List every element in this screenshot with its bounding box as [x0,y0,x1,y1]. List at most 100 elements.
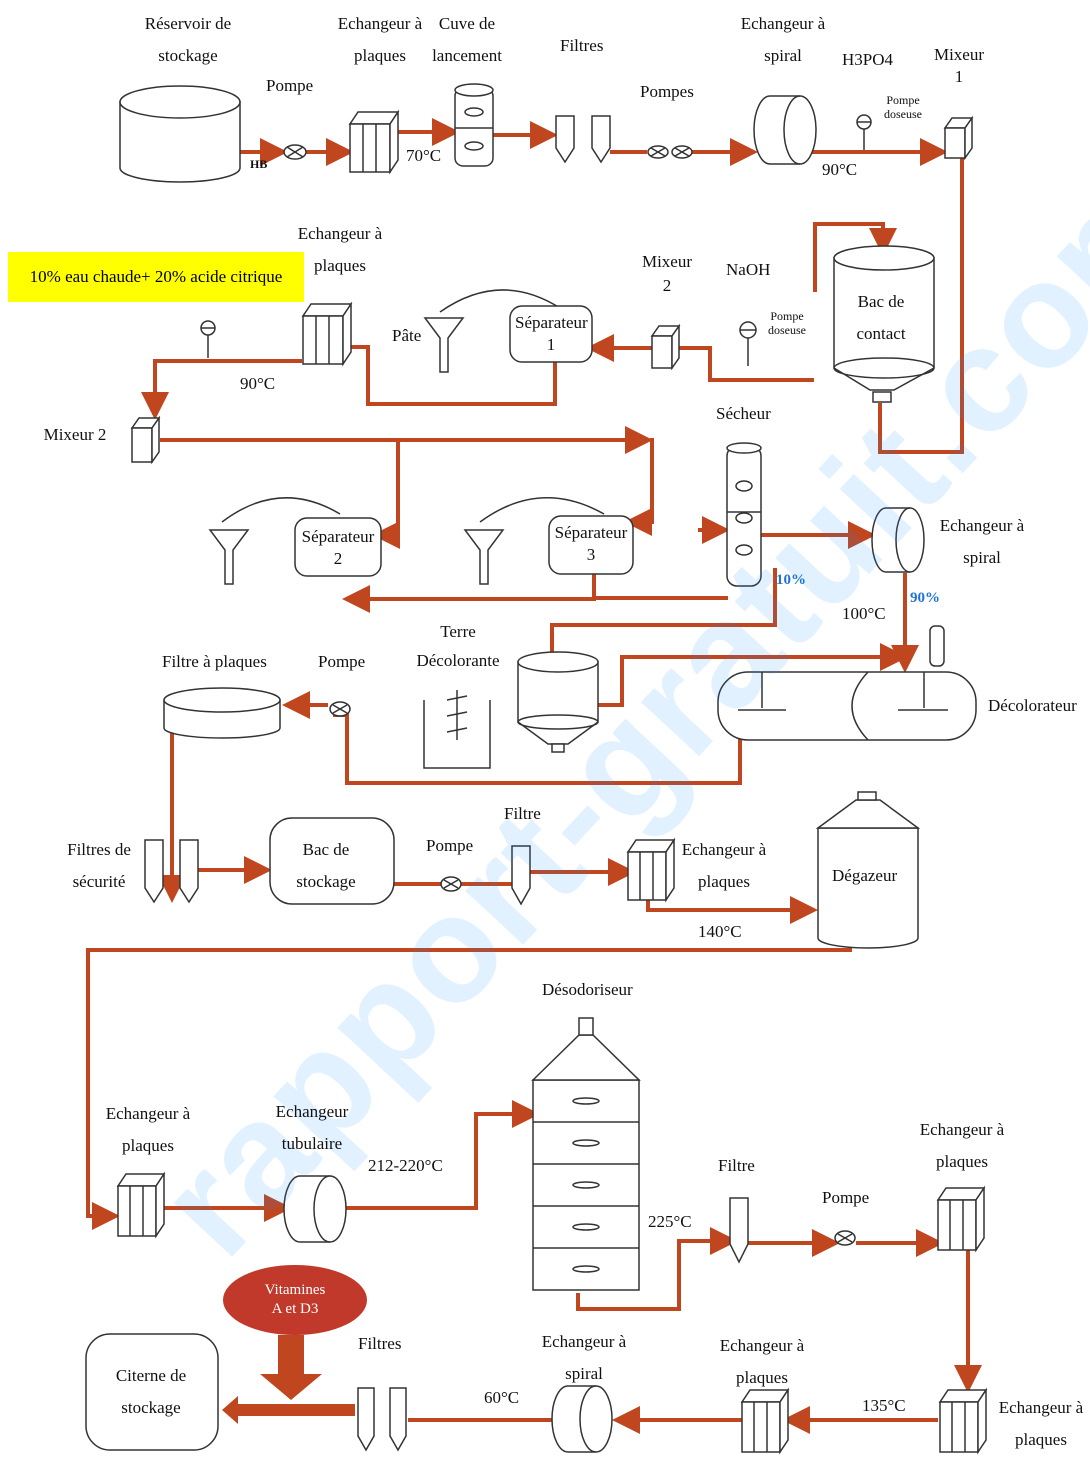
degasser [815,791,921,949]
paste-funnel [423,289,561,373]
label-decolorateur: Décolorateur [988,696,1077,715]
dosing-valve-citric [200,320,216,358]
label-degazeur: Dégazeur [832,866,898,885]
label-terre: Terre Décolorante [416,622,500,670]
dosing-pump-naoh [739,321,757,366]
funnel-2 [208,497,341,585]
plate-exchanger-row7-right [938,1387,988,1455]
label-pompe-doseuse-1: Pompe doseuse [884,93,922,121]
label-bac-stockage: Bac de stockage [296,840,356,892]
label-temp-100: 100°C [842,604,886,623]
plate-exchanger-row5 [626,837,676,903]
label-filtres-securite: Filtres de sécurité [67,840,131,892]
separator-1 [509,305,593,363]
contact-tank [833,245,935,403]
plate-exchanger-row6 [116,1171,166,1239]
label-mixeur-2: Mixeur 2 [641,252,693,295]
label-separateur-3: Séparateur 3 [554,523,628,565]
bleaching-tank [517,651,599,753]
label-temp-225: 225°C [648,1212,692,1231]
filter-row6 [729,1197,749,1264]
label-temp-212: 212-220°C [368,1156,443,1175]
label-pompe-6: Pompe [822,1188,870,1207]
label-mixeur-2b: Mixeur 2 [43,425,107,444]
funnel-3 [463,497,605,585]
label-pate: Pâte [392,326,422,345]
storage-cistern [85,1333,219,1451]
dosing-pump-h3po4 [856,114,872,150]
label-separateur-2: Séparateur 2 [301,527,375,569]
label-bac-contact: Bac de contact [856,292,906,344]
label-filtres-1: Filtres [560,36,604,55]
bleaching-earth-hopper [423,690,491,769]
filter-row5 [511,845,531,906]
mixer-2 [650,323,681,371]
label-echangeur-spiral-7: Echangeur à spiral [541,1332,627,1384]
label-filtres-7: Filtres [358,1334,402,1353]
storage-tank [269,817,395,905]
label-pompes: Pompes [640,82,694,101]
label-echangeur-spiral-2: Echangeur à spiral [939,516,1025,568]
pipes [86,118,982,1434]
label-echangeur-plaques-7: Echangeur à plaques [719,1336,805,1388]
plate-exchanger-row6-right [936,1185,986,1253]
mixer-1 [943,115,974,161]
decolorizer [717,625,977,741]
spiral-exchanger [753,95,817,165]
label-echangeur-tubulaire: Echangeur tubulaire [275,1102,349,1154]
plate-exchanger-2 [301,301,353,367]
pump-row5 [440,876,462,892]
label-temp-60: 60°C [484,1388,520,1407]
label-temp-70: 70°C [406,146,442,165]
label-temp-135: 135°C [862,1396,906,1415]
label-echangeur-2: Echangeur à plaques [297,224,383,276]
label-pct-10: 10% [776,572,806,588]
label-echangeur-5: Echangeur à plaques [681,840,767,892]
label-cuve: Cuve de lancement [432,14,502,66]
label-pompe-1: Pompe [266,76,314,95]
label-pct-90: 90% [910,590,940,606]
vitamins-ellipse: Vitamines A et D3 [223,1265,367,1335]
label-echangeur-plaques-6: Echangeur à plaques [105,1104,191,1156]
label-echangeur-1: Echangeur à plaques [337,14,423,66]
separator-2 [294,517,382,577]
plate-exchanger-row7 [740,1387,790,1455]
label-pompe-doseuse-2: Pompe doseuse [768,309,806,337]
label-filtre-plaques: Filtre à plaques [162,652,267,671]
label-mixeur-1: Mixeur 1 [933,45,985,87]
safety-filters [144,839,199,904]
label-temp-90-2: 90°C [240,374,276,393]
plate-filter [163,687,281,739]
mixer-2b [130,415,161,465]
label-filtre-5: Filtre [504,804,541,823]
spiral-exchanger-2 [871,507,925,573]
deodorizer [531,1017,641,1291]
reservoir-tank [119,85,241,183]
filter-pair [555,115,611,164]
label-h3po4: H3PO4 [842,50,894,69]
spiral-exchanger-row7 [551,1385,613,1453]
pump-row4 [329,701,351,717]
filters-row7 [357,1387,407,1452]
label-secheur: Sécheur [716,404,771,423]
label-echangeur-right-7: Echangeur à plaques [998,1398,1084,1450]
pump-row6 [834,1230,856,1246]
label-reservoir: Réservoir de stockage [144,14,232,66]
label-echangeur-spiral-1: Echangeur à spiral [740,14,826,66]
label-vitamines: Vitamines A et D3 [264,1281,326,1318]
label-echangeur-right-6: Echangeur à plaques [919,1120,1005,1172]
launch-tank [454,83,494,167]
plate-exchanger [348,109,400,175]
label-citerne: Citerne de stockage [115,1366,187,1418]
separator-3 [548,515,634,575]
vitamin-arrow [260,1335,322,1400]
label-separateur-1: Séparateur 1 [515,313,588,355]
citric-acid-note: 10% eau chaude+ 20% acide citrique [8,252,304,302]
pumps-symbol [647,145,693,159]
label-desodoriseur: Désodoriseur [542,980,633,999]
label-filtre-6: Filtre [718,1156,755,1175]
label-hb: HB [250,157,268,171]
label-naoh: NaOH [726,260,771,279]
label-pompe-5: Pompe [426,836,474,855]
dryer [726,442,762,587]
